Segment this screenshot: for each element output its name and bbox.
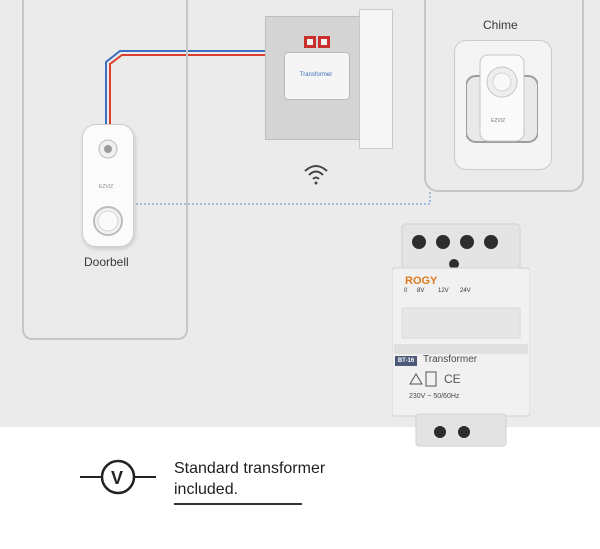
- ce-mark: CE: [444, 372, 461, 386]
- doorbell-label: Doorbell: [84, 255, 129, 269]
- brand-logo: ROGY: [405, 275, 438, 287]
- blue-wire: [105, 50, 300, 125]
- caption-underline: [174, 503, 302, 505]
- red-wire: [109, 54, 300, 125]
- caption: Standard transformer included.: [174, 458, 325, 500]
- doorbell-brand: EZVIZ: [99, 184, 113, 190]
- model-badge: BT-16: [395, 356, 417, 366]
- doorbell-panel: [22, 0, 188, 340]
- voltage-12v: 12V: [438, 288, 449, 294]
- breaker-icon: [304, 36, 330, 48]
- small-transformer: [284, 52, 350, 100]
- small-transformer-label: Transformer: [299, 72, 333, 78]
- voltage-rating: 230V ~ 50/60Hz: [409, 393, 460, 400]
- voltage-0: 0: [404, 288, 408, 294]
- voltage-8v: 8V: [417, 288, 425, 294]
- transformer-device: [392, 223, 530, 447]
- chime-brand: EZVIZ: [491, 118, 505, 124]
- caption-line-2: included.: [174, 481, 239, 498]
- voltage-24v: 24V: [460, 288, 471, 294]
- doorbell-device: EZVIZ: [82, 124, 134, 247]
- caption-line-1: Standard transformer: [174, 460, 326, 477]
- chime-panel: [424, 0, 584, 192]
- voltage-symbol-icon: V: [80, 459, 156, 495]
- device-title: Transformer: [423, 354, 478, 365]
- chime-label: Chime: [483, 18, 518, 32]
- electrical-panel-door: [359, 9, 393, 149]
- wifi-icon: [304, 165, 328, 185]
- chime-device-icon: EZVIZ: [466, 54, 538, 143]
- svg-text:V: V: [111, 468, 123, 488]
- doorbell-camera-icon: EZVIZ: [93, 139, 123, 236]
- wireless-dotted-link: [132, 192, 431, 205]
